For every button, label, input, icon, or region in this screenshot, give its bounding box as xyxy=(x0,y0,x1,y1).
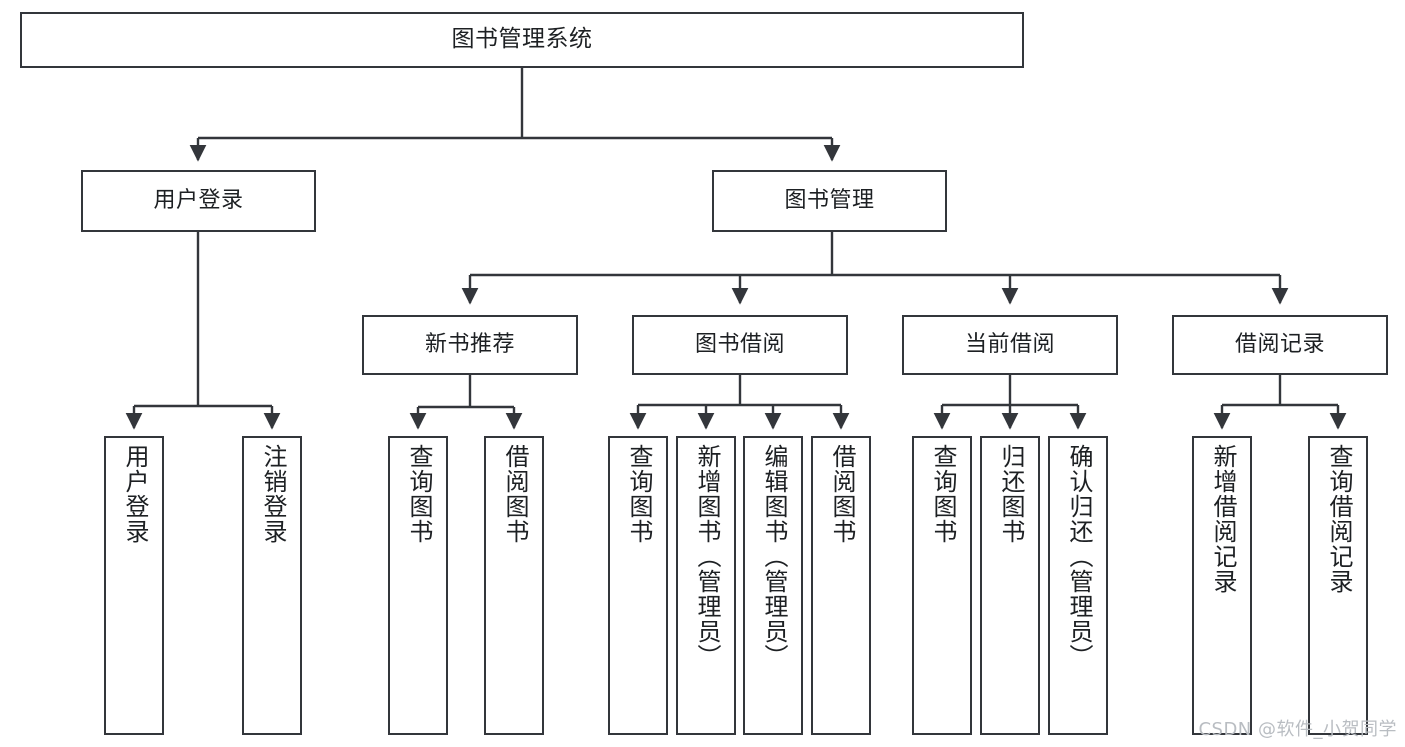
leaf-book-borrow-edit-book-admin[interactable]: 编辑图书（管理员） xyxy=(743,436,803,735)
node-label: 编辑图书（管理员） xyxy=(759,444,788,669)
node-label: 注销登录 xyxy=(258,444,287,544)
leaf-user-login-logout[interactable]: 注销登录 xyxy=(242,436,302,735)
node-current-borrow[interactable]: 当前借阅 xyxy=(902,315,1118,375)
node-label: 查询借阅记录 xyxy=(1324,444,1353,594)
node-label: 借阅图书 xyxy=(827,444,856,544)
leaf-book-borrow-add-book-admin[interactable]: 新增图书（管理员） xyxy=(676,436,736,735)
node-label: 新增借阅记录 xyxy=(1208,444,1237,594)
leaf-borrow-record-add-record[interactable]: 新增借阅记录 xyxy=(1192,436,1252,735)
node-borrow-record[interactable]: 借阅记录 xyxy=(1172,315,1388,375)
leaf-current-borrow-return-book[interactable]: 归还图书 xyxy=(980,436,1040,735)
node-label: 归还图书 xyxy=(996,444,1025,544)
leaf-current-borrow-confirm-return-admin[interactable]: 确认归还（管理员） xyxy=(1048,436,1108,735)
leaf-book-borrow-borrow-book[interactable]: 借阅图书 xyxy=(811,436,871,735)
leaf-user-login-login[interactable]: 用户登录 xyxy=(104,436,164,735)
node-label: 查询图书 xyxy=(928,444,957,544)
node-label: 新书推荐 xyxy=(424,332,515,358)
leaf-new-book-borrow-book[interactable]: 借阅图书 xyxy=(484,436,544,735)
node-book-management[interactable]: 图书管理 xyxy=(712,170,947,232)
node-root-book-management-system[interactable]: 图书管理系统 xyxy=(20,12,1024,68)
node-label: 查询图书 xyxy=(624,444,653,544)
leaf-new-book-query-book[interactable]: 查询图书 xyxy=(388,436,448,735)
node-label: 新增图书（管理员） xyxy=(692,444,721,669)
node-label: 借阅记录 xyxy=(1234,332,1325,358)
node-user-login[interactable]: 用户登录 xyxy=(81,170,316,232)
leaf-book-borrow-query-book[interactable]: 查询图书 xyxy=(608,436,668,735)
node-label: 借阅图书 xyxy=(500,444,529,544)
leaf-borrow-record-query-record[interactable]: 查询借阅记录 xyxy=(1308,436,1368,735)
node-label: 图书管理系统 xyxy=(451,26,593,53)
node-label: 用户登录 xyxy=(120,444,149,544)
node-label: 图书借阅 xyxy=(694,332,785,358)
node-label: 当前借阅 xyxy=(964,332,1055,358)
node-book-borrow[interactable]: 图书借阅 xyxy=(632,315,848,375)
node-label: 用户登录 xyxy=(153,188,244,214)
watermark: CSDN @软件_小贺同学 xyxy=(1198,719,1397,740)
node-label: 查询图书 xyxy=(404,444,433,544)
leaf-current-borrow-query-book[interactable]: 查询图书 xyxy=(912,436,972,735)
node-label: 图书管理 xyxy=(784,188,875,214)
node-label: 确认归还（管理员） xyxy=(1064,444,1093,669)
node-new-book-recommend[interactable]: 新书推荐 xyxy=(362,315,578,375)
